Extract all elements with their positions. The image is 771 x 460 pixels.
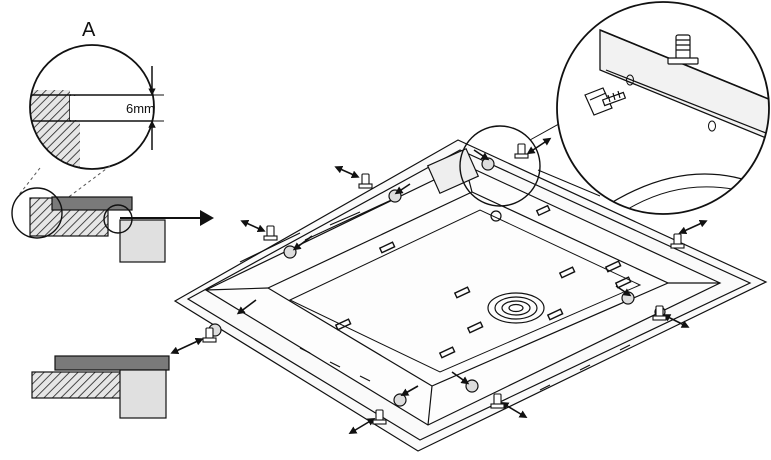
push-arrow-icon: [200, 210, 214, 226]
hob-underside: [173, 139, 768, 452]
zoom-connector-2: [537, 169, 601, 197]
screw-icon: [202, 327, 217, 343]
screw-icon: [263, 225, 278, 241]
clip-arrows: [236, 149, 632, 396]
detail-a-connector: [17, 165, 111, 203]
section-view-installed: [11, 187, 214, 263]
double-arrow-icon: [678, 220, 708, 234]
gap-dimension: 6mm: [126, 66, 164, 150]
gap-dimension-label: 6mm: [126, 101, 155, 116]
screw-icon: [490, 393, 505, 409]
screw-icon: [358, 173, 373, 189]
screw-icon: [584, 87, 627, 116]
fan-grille: [487, 292, 545, 324]
double-arrow-icon: [170, 338, 204, 354]
double-arrow-icon: [526, 137, 552, 155]
double-arrow-icon: [662, 314, 690, 328]
corner-zoom-circle: [459, 125, 541, 207]
double-arrow-icon: [334, 165, 360, 179]
screw-icon: [667, 34, 699, 65]
screw-icon: [652, 305, 667, 321]
detail-b-magnifier: [556, 1, 770, 215]
screw-icon: [670, 233, 685, 249]
detail-label-a: A: [82, 19, 96, 41]
double-arrow-icon: [500, 401, 528, 419]
removal-arrows: [170, 137, 708, 435]
screw-icon: [514, 143, 529, 159]
double-arrow-icon: [240, 219, 266, 233]
mounting-slots: [334, 204, 632, 359]
screws: [202, 143, 685, 425]
double-arrow-icon: [348, 417, 376, 435]
screw-icon: [372, 409, 387, 425]
section-view-final: [31, 355, 170, 419]
